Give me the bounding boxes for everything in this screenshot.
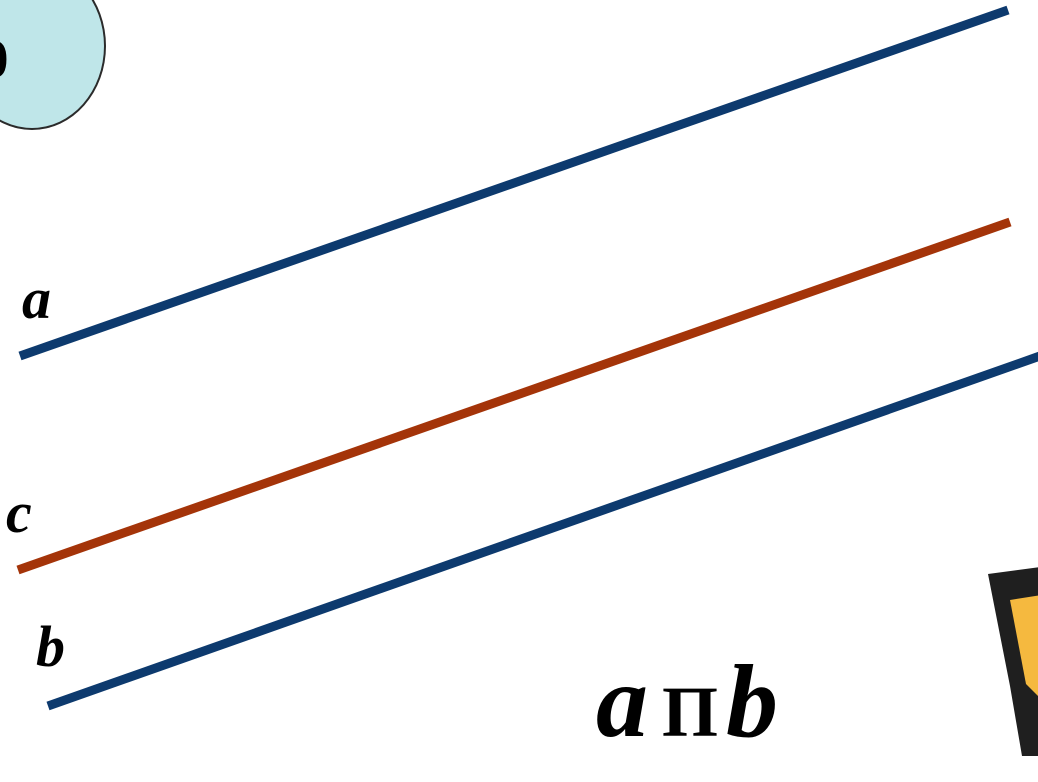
line-a xyxy=(18,5,1010,361)
line-c-label: c xyxy=(6,480,32,545)
relation-right-var: b xyxy=(726,644,779,759)
line-a-label: a xyxy=(22,266,51,331)
parallel-symbol: П xyxy=(662,672,718,752)
line-b xyxy=(46,351,1038,711)
badge-top-digit: 2 xyxy=(0,0,30,4)
badge-bottom-digit: 0 xyxy=(0,32,30,86)
diagram-canvas: 2 0 a c b aПb xyxy=(0,0,1038,756)
line-b-label: b xyxy=(36,614,65,679)
line-c xyxy=(16,217,1012,575)
corner-figure-fill xyxy=(1010,595,1038,696)
lines-svg xyxy=(16,5,1038,711)
corner-figure-icon xyxy=(988,567,1038,756)
relation-left-var: a xyxy=(596,644,648,759)
